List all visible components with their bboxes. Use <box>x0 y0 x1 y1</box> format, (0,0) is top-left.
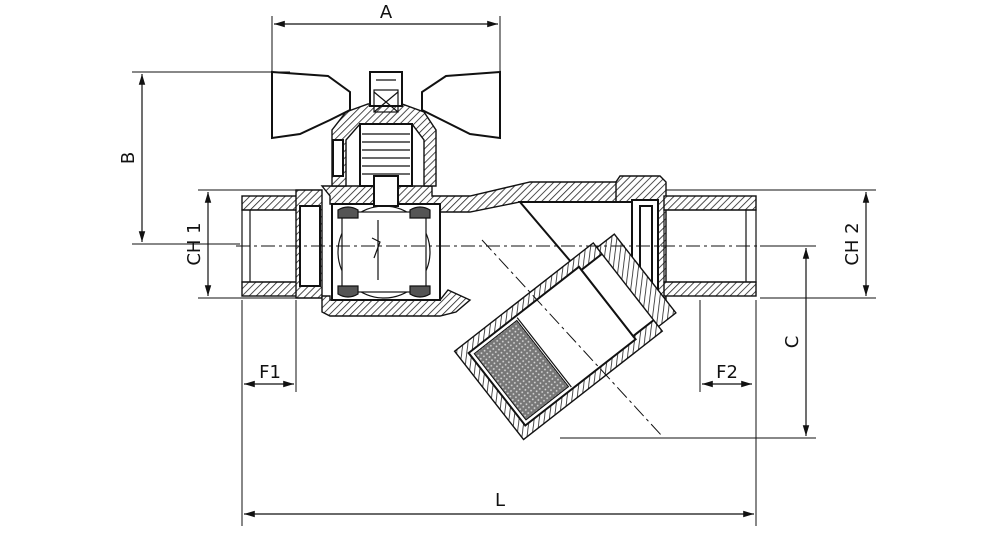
dimension-ch2: CH 2 <box>666 189 876 299</box>
dimension-a: A <box>271 2 501 80</box>
dimension-a-label: A <box>380 2 393 23</box>
dimension-ch2-label: CH 2 <box>842 222 863 265</box>
dimension-f2-label: F2 <box>716 362 738 383</box>
dimension-f1: F1 <box>244 300 297 392</box>
dimension-ch1-label: CH 1 <box>184 222 205 265</box>
dimension-c-label: C <box>782 336 803 349</box>
dimension-f1-label: F1 <box>259 362 281 383</box>
valve-body <box>236 70 800 441</box>
dimension-f2: F2 <box>699 300 752 392</box>
dimension-ch1: CH 1 <box>184 189 296 299</box>
dimension-c: C <box>560 245 816 439</box>
dimension-b-label: B <box>118 152 139 164</box>
dimension-l: L <box>241 300 757 526</box>
dimension-l-label: L <box>495 490 505 511</box>
dimension-b: B <box>118 71 290 245</box>
